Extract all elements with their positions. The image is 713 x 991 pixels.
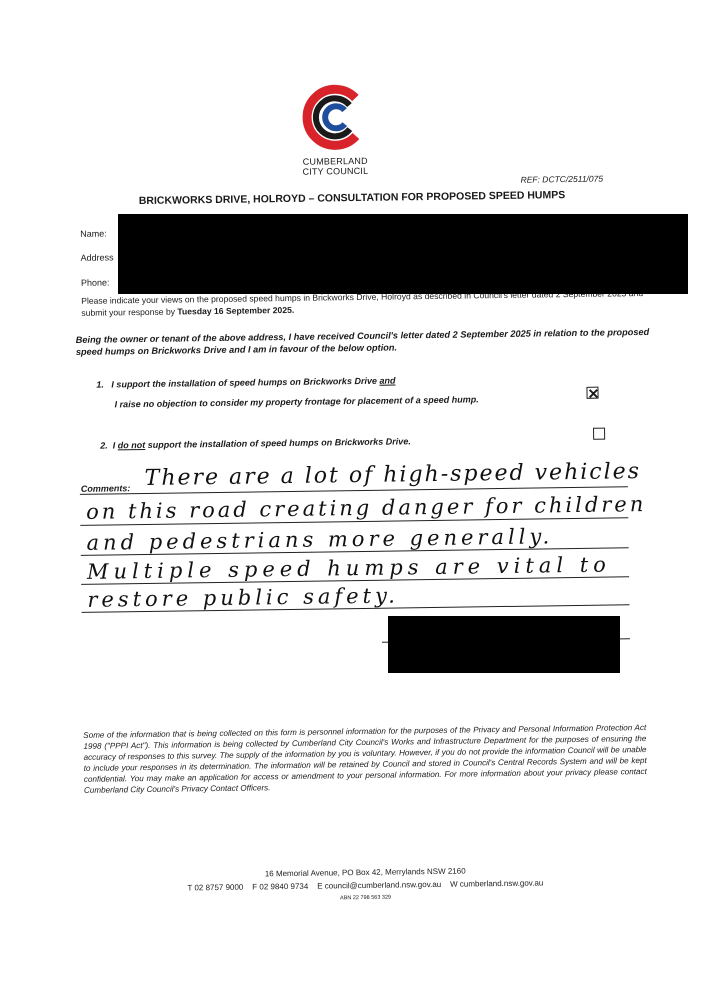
option-1-number: 1.	[96, 379, 104, 390]
phone-label: Phone:	[80, 277, 110, 288]
comments-label: Comments:	[80, 483, 131, 494]
comment-handwriting: Multiple speed humps are vital to	[86, 552, 611, 584]
redaction-signature	[388, 616, 620, 673]
option-1-line1: I support the installation of speed hump…	[111, 375, 380, 390]
declaration: Being the owner or tenant of the above a…	[75, 326, 650, 357]
reference-number: REF: DCTC/2511/075	[520, 173, 604, 185]
council-name: CUMBERLAND CITY COUNCIL	[285, 156, 385, 177]
option-2-number: 2.	[100, 440, 108, 451]
option-1: 1. I support the installation of speed h…	[96, 375, 395, 389]
footer: 16 Memorial Avenue, PO Box 42, Merryland…	[155, 863, 576, 908]
option-2-do-not: do not	[117, 439, 146, 451]
option-2-text: support the installation of speed humps …	[145, 436, 411, 450]
option-1-checkbox-checked[interactable]: ✕	[586, 385, 600, 402]
name-label: Name:	[80, 228, 107, 239]
address-label: Address	[80, 252, 114, 263]
council-name-line2: CITY COUNCIL	[302, 165, 369, 177]
option-1-and: and	[379, 375, 396, 386]
option-2: 2. I do not support the installation of …	[100, 436, 411, 450]
redaction-personal-details	[118, 214, 688, 294]
privacy-notice: Some of the information that is being co…	[83, 723, 647, 795]
comment-handwriting: restore public safety.	[87, 583, 399, 612]
option-2-checkbox[interactable]	[593, 427, 606, 440]
document-title: BRICKWORKS DRIVE, HOLROYD – CONSULTATION…	[138, 189, 566, 208]
cumberland-logo-icon	[302, 84, 360, 150]
option-1-line2: I raise no objection to consider my prop…	[114, 394, 479, 410]
deadline: Tuesday 16 September 2025.	[177, 304, 295, 317]
